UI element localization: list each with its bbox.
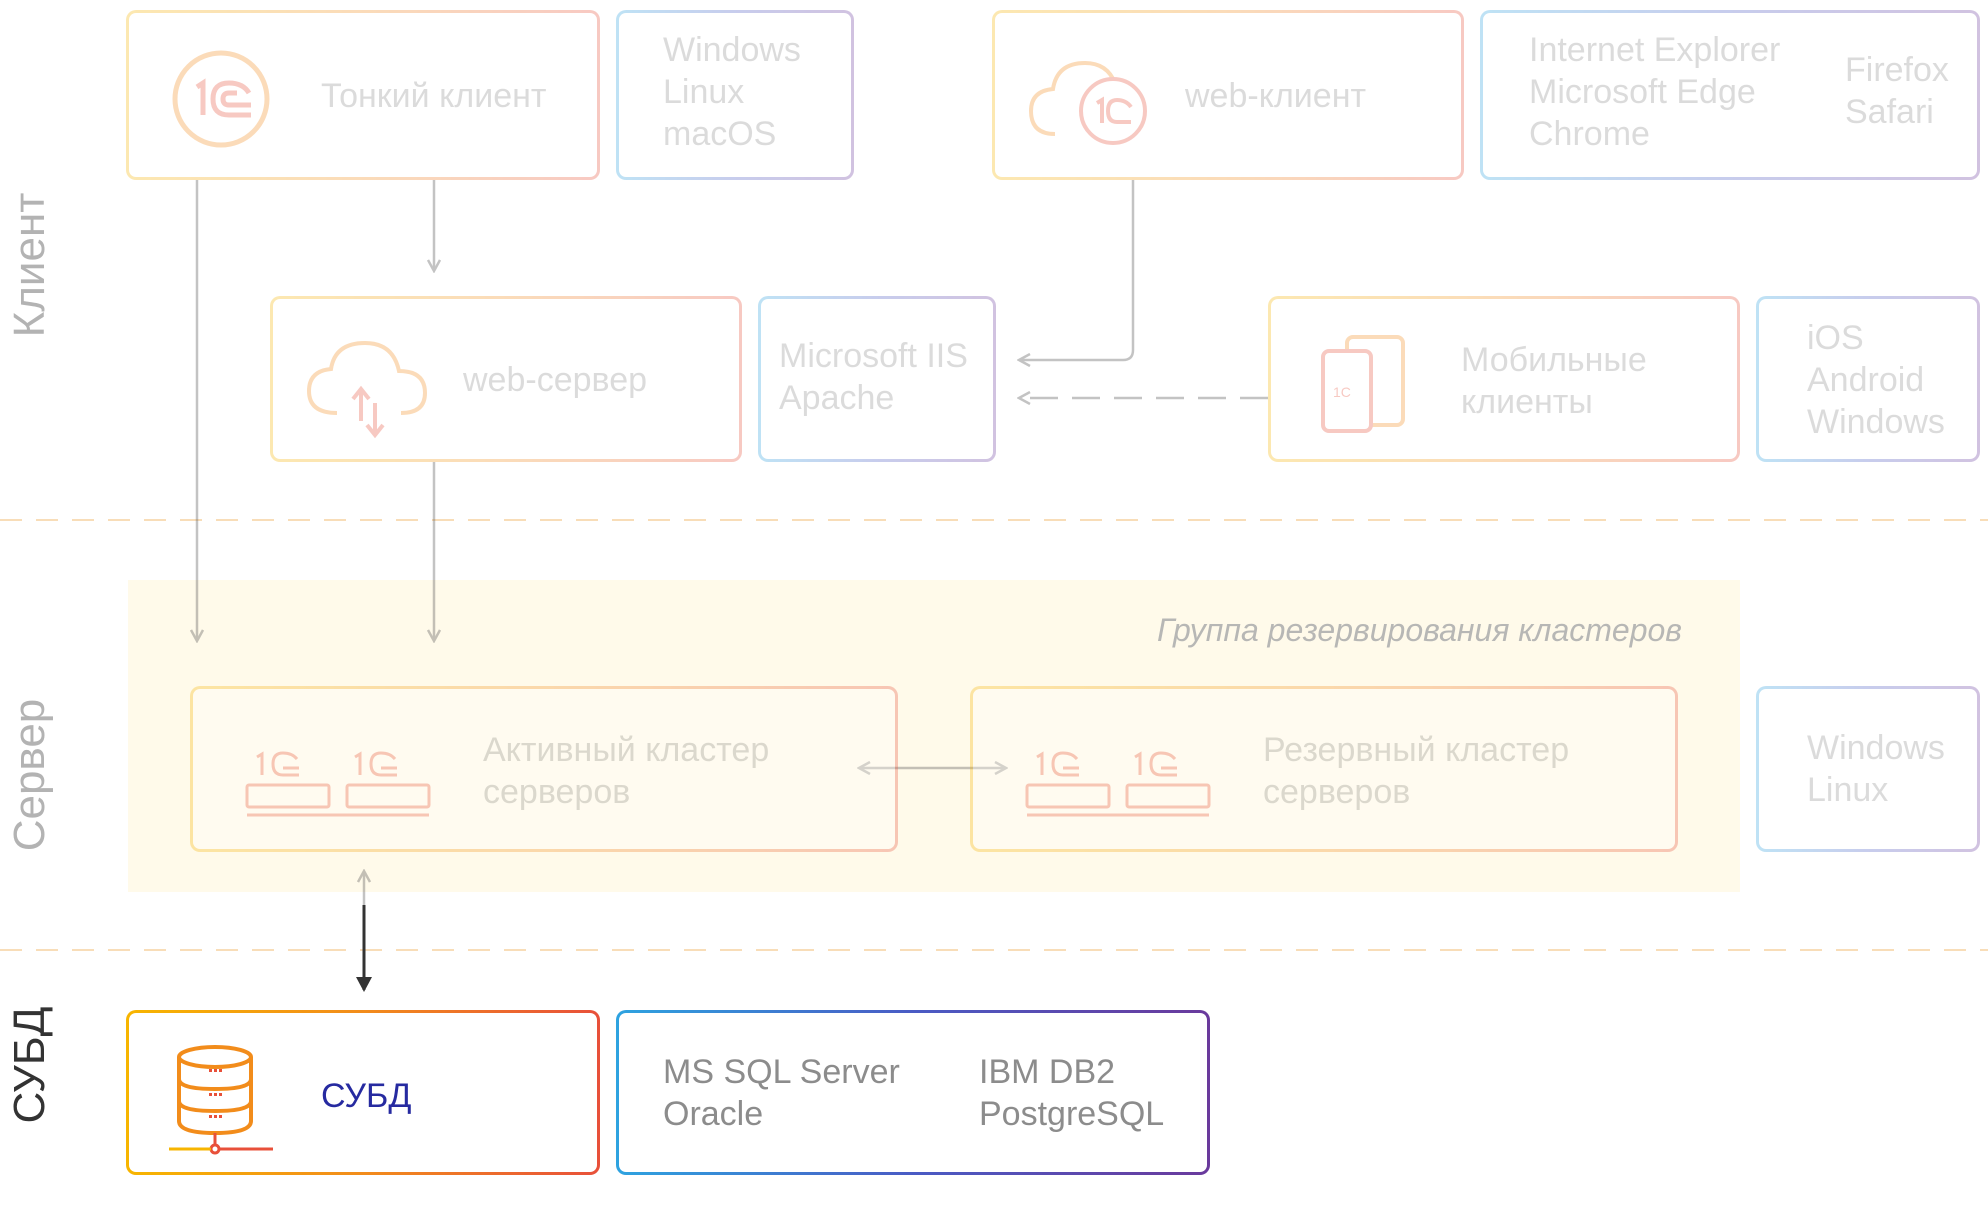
dbms-product: Oracle (663, 1095, 764, 1133)
cluster-group-area (128, 580, 1740, 892)
reserve-cluster-line1: Резервный кластер (1263, 731, 1570, 769)
reserve-cluster-line2: серверов (1263, 773, 1411, 811)
os-item: Linux (663, 73, 745, 111)
os-item: iOS (1807, 319, 1864, 357)
dbms-products-box: MS SQL Server Oracle IBM DB2 PostgreSQL (616, 1010, 1210, 1175)
active-cluster-box: Активный кластер серверов (190, 686, 898, 852)
thin-client-box: Тонкий клиент (126, 10, 600, 180)
web-server-software-list: Microsoft IIS Apache (779, 335, 968, 419)
mobile-os-box: iOS Android Windows (1756, 296, 1980, 462)
thin-client-label: Тонкий клиент (321, 77, 547, 115)
server-os-box: Windows Linux (1756, 686, 1980, 852)
svg-text:1C: 1C (1333, 384, 1351, 400)
browsers-box: Internet Explorer Microsoft Edge Chrome … (1480, 10, 1980, 180)
browser-item: Chrome (1529, 115, 1650, 153)
web-server-item: Microsoft IIS (779, 337, 968, 375)
os-item: Linux (1807, 771, 1889, 809)
dbms-label: СУБД (321, 1077, 412, 1115)
web-server-item: Apache (779, 379, 895, 417)
web-client-box: web-клиент (992, 10, 1464, 180)
browsers-col2: Firefox Safari (1845, 49, 1949, 133)
cloud-sync-icon (306, 340, 428, 439)
mobile-label-line2: клиенты (1461, 383, 1593, 421)
cluster-group-title: Группа резервирования кластеров (1157, 612, 1682, 648)
server-cluster-icon (1025, 751, 1211, 817)
thin-client-os-list: Windows Linux macOS (663, 29, 801, 155)
cloud-1c-icon (1028, 60, 1147, 145)
thin-client-os-box: Windows Linux macOS (616, 10, 854, 180)
browser-item: Firefox (1845, 51, 1949, 89)
web-server-box: web-сервер (270, 296, 742, 462)
os-item: Windows (1807, 729, 1945, 767)
server-cluster-icon (245, 751, 431, 817)
browsers-col1: Internet Explorer Microsoft Edge Chrome (1529, 29, 1780, 155)
server-os-list: Windows Linux (1807, 727, 1945, 811)
connectors (0, 180, 1988, 992)
1c-logo-icon (172, 50, 270, 148)
dbms-product: PostgreSQL (979, 1095, 1165, 1133)
os-item: macOS (663, 115, 777, 153)
active-cluster-line1: Активный кластер (483, 731, 770, 769)
arrow-webclient-to-iis (1020, 180, 1135, 360)
browser-item: Microsoft Edge (1529, 73, 1756, 111)
reserve-cluster-box: Резервный кластер серверов (970, 686, 1678, 852)
mobile-clients-box: 1C Мобильные клиенты (1268, 296, 1740, 462)
architecture-diagram: Клиент Сервер СУБД Группа резервирования… (0, 10, 1988, 1175)
web-client-label: web-клиент (1185, 77, 1367, 115)
web-server-label: web-сервер (463, 361, 648, 399)
dbms-products-col2: IBM DB2 PostgreSQL (979, 1051, 1164, 1135)
mobile-devices-icon: 1C (1321, 335, 1405, 433)
dbms-products-col1: MS SQL Server Oracle (663, 1051, 900, 1135)
os-item: Windows (1807, 403, 1945, 441)
os-item: Android (1807, 361, 1925, 399)
os-item: Windows (663, 31, 801, 69)
dbms-product: IBM DB2 (979, 1053, 1116, 1091)
web-server-software-box: Microsoft IIS Apache (758, 296, 996, 462)
mobile-os-list: iOS Android Windows (1807, 317, 1945, 443)
database-icon (169, 1045, 273, 1155)
mobile-label-line1: Мобильные (1461, 341, 1647, 379)
browser-item: Safari (1845, 93, 1934, 131)
dbms-box: СУБД (126, 1010, 600, 1175)
dbms-product: MS SQL Server (663, 1053, 900, 1091)
active-cluster-line2: серверов (483, 773, 631, 811)
browser-item: Internet Explorer (1529, 31, 1781, 69)
